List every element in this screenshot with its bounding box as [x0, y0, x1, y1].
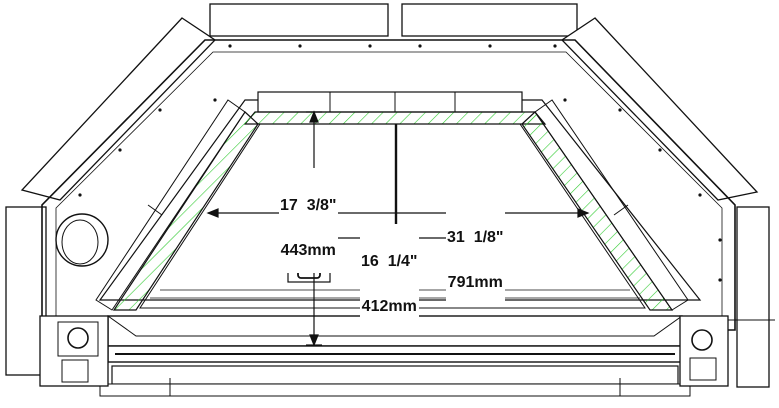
glass-top [243, 111, 547, 125]
glass-right [521, 111, 674, 311]
front-width-metric: 791mm [447, 274, 503, 291]
top-tab-left [209, 3, 389, 37]
front-width-dimension-label: 31 1/8" 791mm [446, 200, 505, 305]
right-side-panel [560, 17, 759, 201]
back-width-imperial: 16 1/4" [361, 253, 418, 270]
firebox-interior [139, 123, 646, 309]
glass-left [112, 111, 259, 311]
right-box [736, 206, 770, 388]
height-dimension-label: 17 3/8" 443mm [279, 168, 338, 273]
left-valve [39, 315, 109, 387]
height-imperial: 17 3/8" [280, 197, 337, 214]
back-width-dimension-label: 16 1/4" 412mm [360, 224, 419, 329]
top-bar [257, 91, 523, 113]
height-metric: 443mm [280, 242, 336, 259]
firebox-outer [41, 39, 736, 331]
left-box [5, 206, 47, 376]
back-width-metric: 412mm [361, 298, 417, 315]
front-width-dimension-line [206, 208, 590, 218]
top-tab-right [401, 3, 578, 37]
right-valve [679, 315, 729, 387]
left-side-panel [20, 17, 217, 201]
left-inner-panel [95, 99, 246, 311]
front-width-imperial: 31 1/8" [447, 229, 504, 246]
base-plate [111, 365, 679, 385]
screw-dots [78, 44, 722, 282]
right-inner-panel [534, 99, 689, 311]
vent-pipe [55, 213, 109, 267]
